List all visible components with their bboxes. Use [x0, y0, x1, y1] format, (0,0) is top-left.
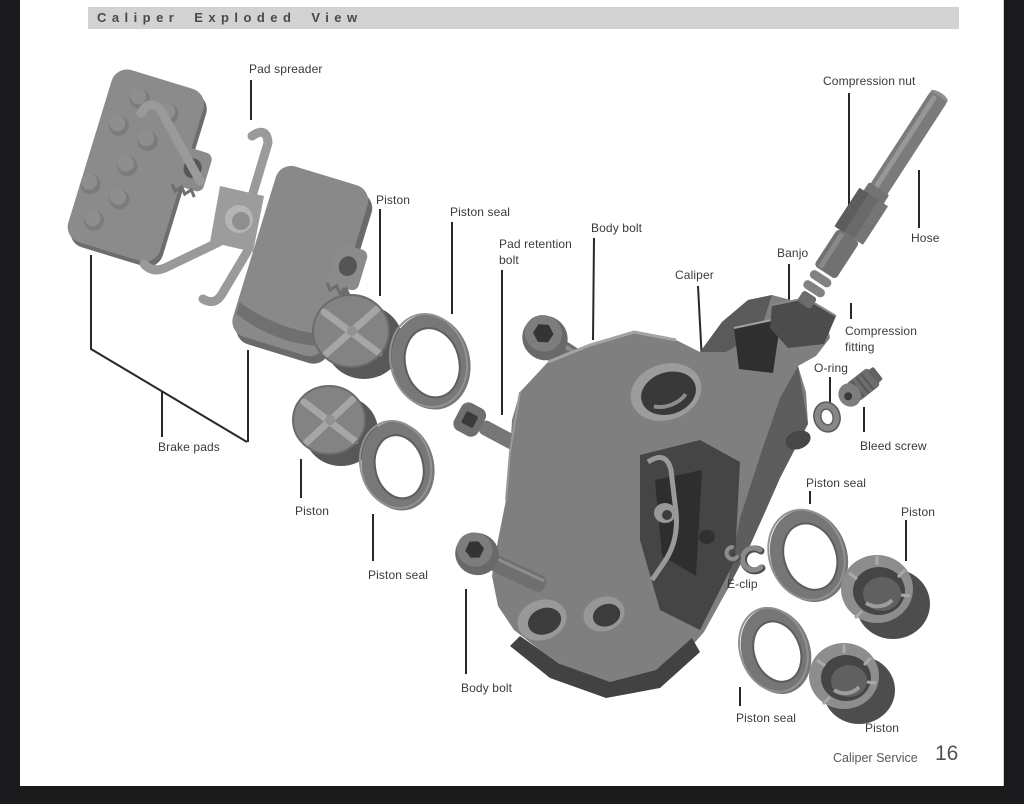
section-header-bar: Caliper Exploded View: [88, 7, 959, 29]
label-e-clip: E-clip: [727, 577, 758, 591]
label-piston-seal-upper: Piston seal: [450, 205, 511, 219]
leader-caliper: [697, 285, 703, 363]
label-bleed-screw: Bleed screw: [860, 439, 927, 453]
piston-right-lower-part: [809, 643, 895, 724]
manual-page: Caliper Exploded View: [20, 0, 1004, 786]
label-pad-spreader: Pad spreader: [249, 62, 323, 76]
leader-brake-pads-bracket: [90, 255, 249, 443]
body-bolt-lower-part: [455, 532, 547, 592]
hose-assembly: [797, 89, 948, 309]
piston-seal-lower-left-part: [358, 420, 435, 511]
label-piston-right-lower: Piston: [865, 721, 900, 735]
bleed-screw-part: [838, 367, 883, 407]
piston-upper-left-part: [312, 294, 403, 379]
piston-right-upper-part: [841, 555, 930, 639]
label-compression-fitting: Compression fitting: [845, 324, 918, 354]
o-ring-part: [813, 401, 841, 433]
piston-seal-upper-left-part: [388, 313, 471, 410]
caliper-body-part: [492, 295, 830, 698]
label-piston-left-lower: Piston: [295, 504, 330, 518]
pad-spreader-part: [136, 100, 273, 307]
label-hose: Hose: [911, 231, 940, 245]
compression-nut-part: [834, 187, 888, 245]
label-o-ring: O-ring: [814, 361, 849, 375]
piston-lower-left-part: [292, 385, 378, 466]
brake-pad-left: [67, 69, 212, 267]
label-piston-seal-right-lower: Piston seal: [736, 711, 797, 725]
label-brake-pads: Brake pads: [158, 440, 220, 454]
e-clip-part: [724, 545, 766, 575]
label-pad-retention-bolt: Pad retention bolt: [499, 237, 572, 267]
label-banjo: Banjo: [777, 246, 809, 260]
page-title: Caliper Exploded View: [97, 10, 363, 25]
label-piston-seal-left-lower: Piston seal: [368, 568, 429, 582]
leader-lines: [90, 80, 920, 706]
piston-seal-right-upper-part: [767, 508, 849, 603]
label-body-bolt-lower: Body bolt: [461, 681, 513, 695]
label-piston-right-upper: Piston: [901, 505, 936, 519]
piston-seal-right-lower-part: [738, 606, 812, 694]
label-piston-seal-right-upper: Piston seal: [806, 476, 867, 490]
label-caliper: Caliper: [675, 268, 714, 282]
label-compression-nut: Compression nut: [823, 74, 916, 88]
label-body-bolt-upper: Body bolt: [591, 221, 643, 235]
compression-fitting-part: [797, 270, 832, 309]
label-piston-upper: Piston: [376, 193, 411, 207]
leader-body-bolt-upper: [592, 237, 595, 341]
